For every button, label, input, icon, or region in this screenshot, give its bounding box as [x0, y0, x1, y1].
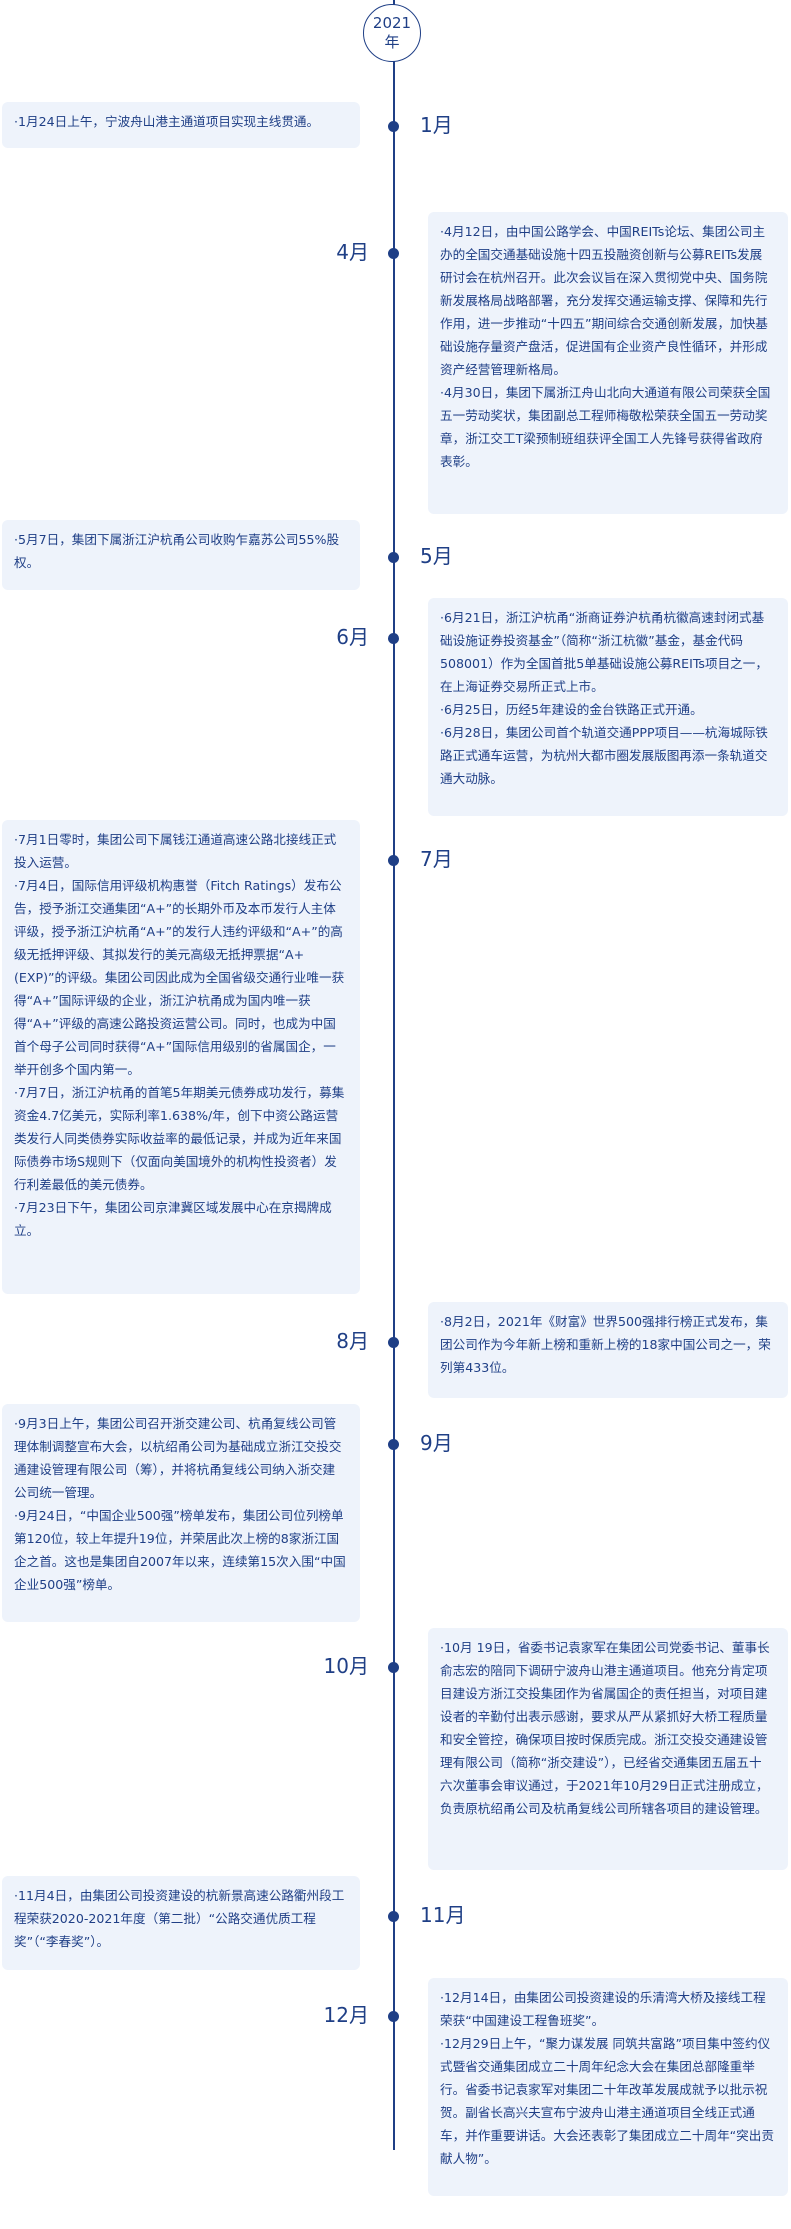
event-text: ·12月29日上午，“聚力谋发展 同筑共富路”项目集中签约仪式暨省交通集团成立二…: [440, 2036, 774, 2166]
month-label-jul: 7月: [420, 847, 453, 871]
event-text: ·7月4日，国际信用评级机构惠誉（Fitch Ratings）发布公告，授予浙江…: [14, 878, 345, 1077]
event-text: ·5月7日，集团下属浙江沪杭甬公司收购乍嘉苏公司55%股权。: [14, 532, 340, 570]
event-text: ·12月14日，由集团公司投资建设的乐清湾大桥及接线工程荣获“中国建设工程鲁班奖…: [440, 1990, 766, 2028]
month-label-may: 5月: [420, 544, 453, 568]
timeline-dot-nov: [388, 1911, 399, 1922]
month-label-sep: 9月: [420, 1431, 453, 1455]
month-label-dec: 12月: [323, 2003, 369, 2027]
year-number: 2021: [372, 14, 412, 32]
year-suffix: 年: [384, 33, 400, 51]
event-card-jul: ·7月1日零时，集团公司下属钱江通道高速公路北接线正式投入运营。 ·7月4日，国…: [2, 820, 360, 1294]
timeline-dot-oct: [388, 1662, 399, 1673]
event-text: ·9月3日上午，集团公司召开浙交建公司、杭甬复线公司管理体制调整宣布大会，以杭绍…: [14, 1416, 342, 1500]
event-text: ·7月1日零时，集团公司下属钱江通道高速公路北接线正式投入运营。: [14, 832, 337, 870]
month-label-oct: 10月: [323, 1654, 369, 1678]
event-text: ·4月12日，由中国公路学会、中国REITs论坛、集团公司主办的全国交通基础设施…: [440, 224, 768, 377]
event-text: ·1月24日上午，宁波舟山港主通道项目实现主线贯通。: [14, 114, 320, 129]
event-card-aug: ·8月2日，2021年《财富》世界500强排行榜正式发布，集团公司作为今年新上榜…: [428, 1302, 788, 1398]
event-text: ·7月23日下午，集团公司京津冀区域发展中心在京揭牌成立。: [14, 1200, 332, 1238]
month-label-jan: 1月: [420, 113, 453, 137]
event-card-sep: ·9月3日上午，集团公司召开浙交建公司、杭甬复线公司管理体制调整宣布大会，以杭绍…: [2, 1404, 360, 1622]
event-card-dec: ·12月14日，由集团公司投资建设的乐清湾大桥及接线工程荣获“中国建设工程鲁班奖…: [428, 1978, 788, 2196]
timeline-dot-sep: [388, 1439, 399, 1450]
timeline-dot-jan: [388, 121, 399, 132]
event-text: ·10月 19日，省委书记袁家军在集团公司党委书记、董事长俞志宏的陪同下调研宁波…: [440, 1640, 770, 1816]
event-text: ·11月4日，由集团公司投资建设的杭新景高速公路衢州段工程荣获2020-2021…: [14, 1888, 345, 1949]
event-card-nov: ·11月4日，由集团公司投资建设的杭新景高速公路衢州段工程荣获2020-2021…: [2, 1876, 360, 1970]
timeline-dot-may: [388, 552, 399, 563]
month-label-nov: 11月: [420, 1903, 466, 1927]
event-text: ·4月30日，集团下属浙江舟山北向大通道有限公司荣获全国五一劳动奖状，集团副总工…: [440, 385, 771, 469]
timeline-dot-jun: [388, 633, 399, 644]
timeline-axis: [393, 0, 395, 2150]
year-badge: 2021 年: [363, 4, 421, 62]
event-text: ·6月25日，历经5年建设的金台铁路正式开通。: [440, 702, 703, 717]
month-label-jun: 6月: [336, 625, 369, 649]
event-card-jan: ·1月24日上午，宁波舟山港主通道项目实现主线贯通。: [2, 102, 360, 148]
month-label-aug: 8月: [336, 1329, 369, 1353]
month-label-apr: 4月: [336, 240, 369, 264]
timeline-dot-aug: [388, 1337, 399, 1348]
event-card-may: ·5月7日，集团下属浙江沪杭甬公司收购乍嘉苏公司55%股权。: [2, 520, 360, 590]
timeline-dot-dec: [388, 2011, 399, 2022]
event-text: ·7月7日，浙江沪杭甬的首笔5年期美元债券成功发行，募集资金4.7亿美元，实际利…: [14, 1085, 345, 1192]
timeline-dot-jul: [388, 855, 399, 866]
event-text: ·6月28日，集团公司首个轨道交通PPP项目——杭海城际铁路正式通车运营，为杭州…: [440, 725, 768, 786]
event-card-apr: ·4月12日，由中国公路学会、中国REITs论坛、集团公司主办的全国交通基础设施…: [428, 212, 788, 514]
event-card-oct: ·10月 19日，省委书记袁家军在集团公司党委书记、董事长俞志宏的陪同下调研宁波…: [428, 1628, 788, 1870]
event-text: ·9月24日，“中国企业500强”榜单发布，集团公司位列榜单第120位，较上年提…: [14, 1508, 346, 1592]
event-text: ·6月21日，浙江沪杭甬“浙商证券沪杭甬杭徽高速封闭式基础设施证券投资基金”（简…: [440, 610, 768, 694]
event-card-jun: ·6月21日，浙江沪杭甬“浙商证券沪杭甬杭徽高速封闭式基础设施证券投资基金”（简…: [428, 598, 788, 816]
timeline-dot-apr: [388, 248, 399, 259]
event-text: ·8月2日，2021年《财富》世界500强排行榜正式发布，集团公司作为今年新上榜…: [440, 1314, 771, 1375]
